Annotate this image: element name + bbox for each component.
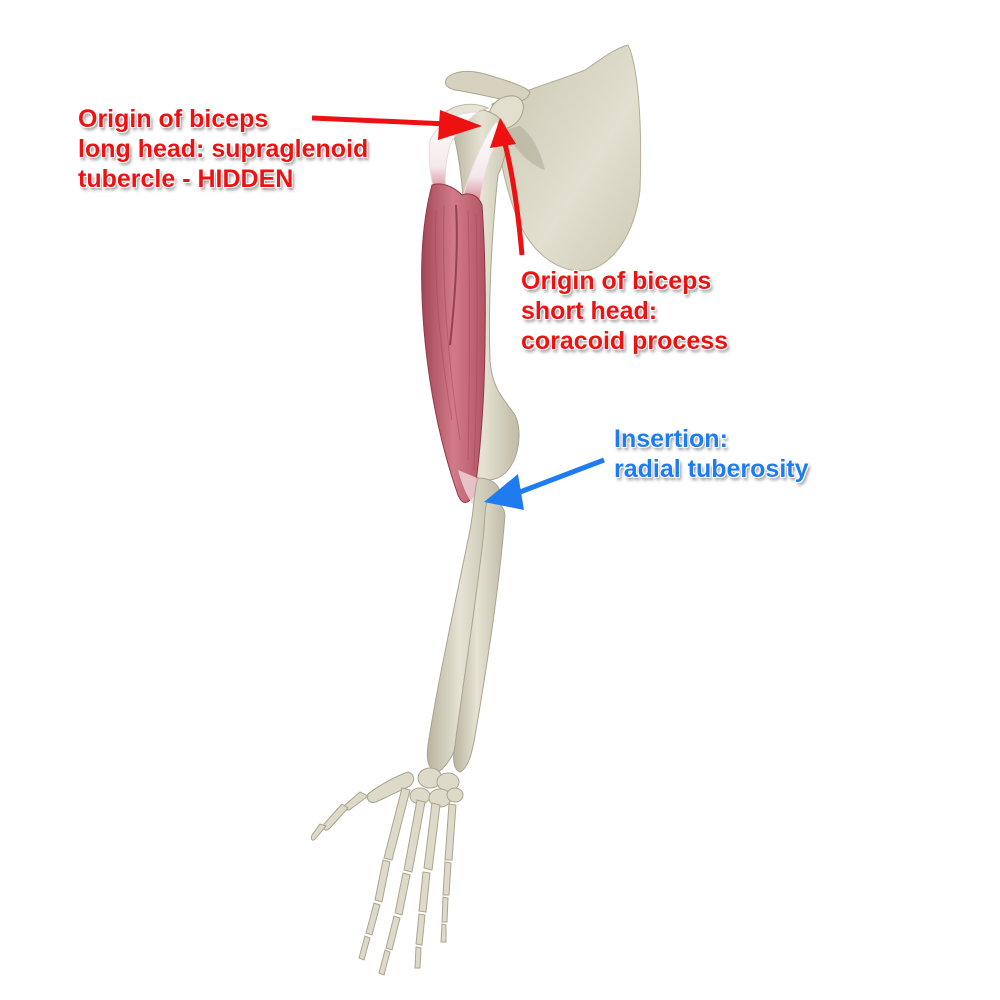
label-short-head-origin: Origin of biceps short head: coracoid pr… [521, 266, 728, 356]
label-line: Insertion: [614, 425, 728, 453]
arrow-long-head [311, 110, 482, 140]
label-line: coracoid process [521, 327, 729, 355]
hand-bones [310, 767, 464, 976]
label-line: short head: [521, 297, 658, 325]
scapula [444, 44, 642, 272]
label-insertion: Insertion: radial tuberosity [614, 424, 809, 484]
arrow-insertion [484, 457, 605, 510]
label-line: Origin of biceps [521, 267, 712, 295]
label-line: Origin of biceps [78, 105, 269, 133]
forearm-bones [426, 477, 506, 773]
label-line: tubercle - HIDDEN [78, 165, 294, 193]
arrow-short-head [490, 118, 525, 256]
label-line: radial tuberosity [614, 455, 809, 483]
label-long-head-origin: Origin of biceps long head: supraglenoid… [78, 104, 368, 194]
label-line: long head: supraglenoid [78, 135, 369, 163]
